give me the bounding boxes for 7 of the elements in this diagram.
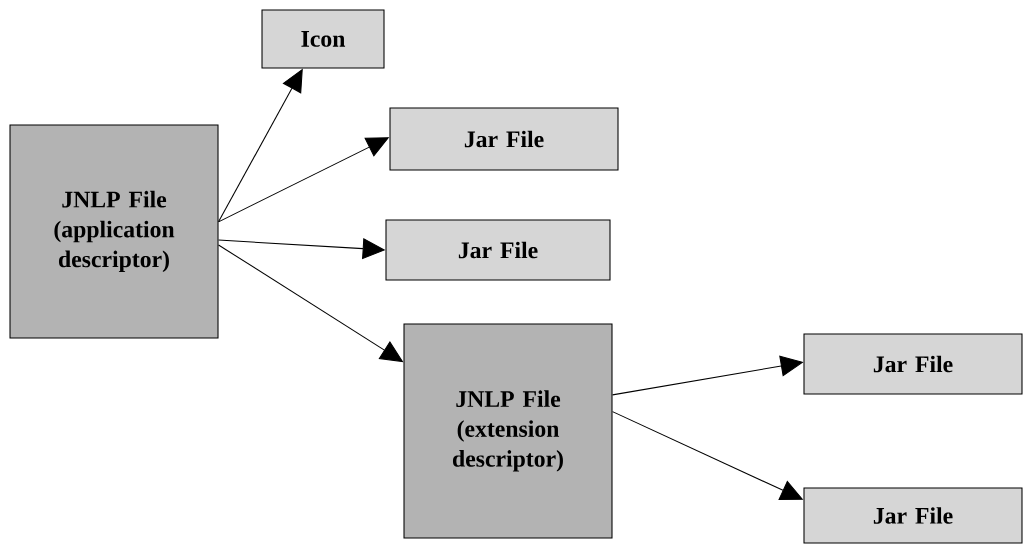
file-box: Jar File (803, 487, 1023, 544)
descriptor-box: JNLP File (application descriptor) (9, 124, 219, 339)
file-box: Jar File (385, 219, 611, 281)
descriptor-box: JNLP File (extension descriptor) (403, 323, 613, 539)
file-box: Jar File (389, 107, 619, 171)
file-box: Jar File (803, 333, 1023, 395)
file-box: Icon (261, 9, 385, 69)
